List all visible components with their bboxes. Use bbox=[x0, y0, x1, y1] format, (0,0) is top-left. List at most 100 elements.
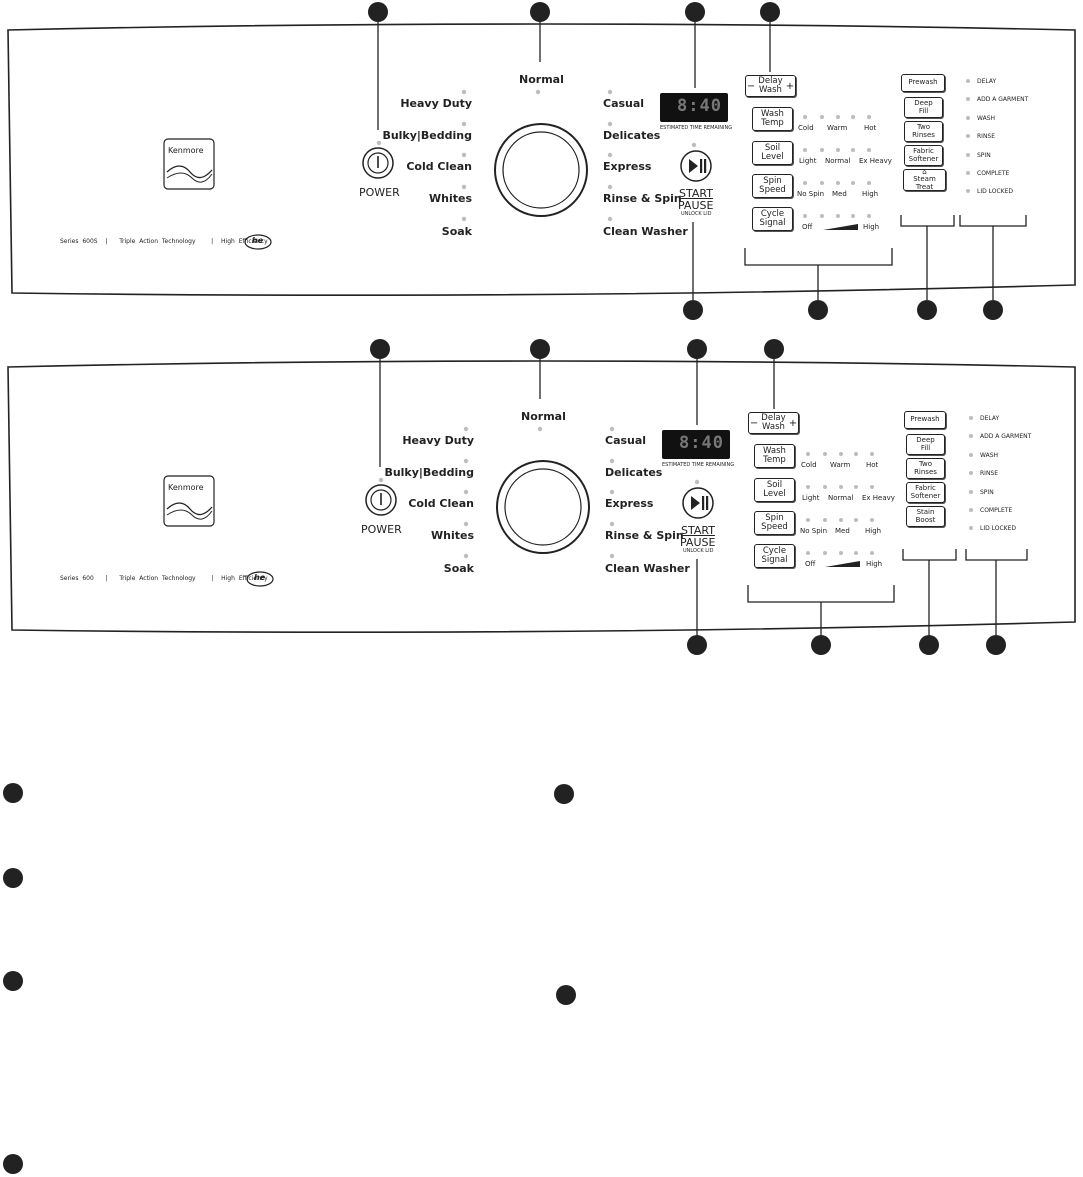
legend-marker bbox=[554, 784, 574, 804]
option-cold: Cold bbox=[801, 461, 817, 469]
cycle-delicates[interactable]: Delicates bbox=[603, 129, 661, 142]
cycle-cold-clean[interactable]: Cold Clean bbox=[406, 160, 472, 173]
callout-marker bbox=[685, 2, 705, 22]
pause-label: PAUSE bbox=[678, 199, 714, 212]
callout-marker bbox=[760, 2, 780, 22]
cycle-delicates[interactable]: Delicates bbox=[605, 466, 663, 479]
cycle-selector-dial[interactable] bbox=[497, 461, 589, 553]
control-panel-top: Kenmore Series 600S | Triple Action Tech… bbox=[0, 0, 1083, 340]
power-label: POWER bbox=[359, 186, 400, 199]
start-label: START bbox=[681, 524, 715, 537]
legend-marker bbox=[3, 971, 23, 991]
option-off: Off bbox=[802, 223, 813, 231]
status-complete: COMPLETE bbox=[977, 170, 1010, 177]
status-delay: DELAY bbox=[977, 78, 997, 85]
legend-marker bbox=[3, 868, 23, 888]
cycle-cold-clean[interactable]: Cold Clean bbox=[408, 497, 474, 510]
separator: | bbox=[105, 238, 108, 245]
cycle-selector-dial[interactable] bbox=[495, 124, 587, 216]
soil-level-line2: Level bbox=[761, 152, 784, 162]
wash-temp-line1: Wash bbox=[761, 109, 784, 119]
cycle-clean-washer[interactable]: Clean Washer bbox=[603, 225, 688, 238]
callout-marker bbox=[917, 300, 937, 320]
start-pause-button[interactable] bbox=[680, 150, 712, 182]
callout-marker bbox=[530, 339, 550, 359]
display-caption: ESTIMATED TIME REMAINING bbox=[662, 462, 735, 468]
cycle-casual[interactable]: Casual bbox=[605, 434, 647, 447]
option-med: Med bbox=[835, 527, 850, 535]
cycle-rinse-spin[interactable]: Rinse & Spin bbox=[605, 529, 684, 542]
option-cold: Cold bbox=[798, 124, 814, 132]
steam-treat-button[interactable]: ⌂Steam Treat bbox=[903, 168, 946, 191]
cycle-heavy-duty[interactable]: Heavy Duty bbox=[402, 434, 474, 447]
efficiency: High Efficiency bbox=[221, 575, 268, 582]
unlock-lid-label: UNLOCK LID bbox=[683, 548, 714, 554]
two-rinses-line2: Rinses bbox=[914, 467, 937, 476]
cycle-clean-washer[interactable]: Clean Washer bbox=[605, 562, 690, 575]
cycle-soak[interactable]: Soak bbox=[441, 225, 472, 238]
he-logo: he bbox=[252, 236, 264, 245]
brand-logo: Kenmore bbox=[168, 483, 204, 492]
fabric-softener-line1: Fabric bbox=[913, 147, 934, 155]
status-wash: WASH bbox=[980, 452, 999, 459]
control-panel-bottom: Kenmore Series 600 | Triple Action Techn… bbox=[0, 337, 1083, 677]
callout-marker bbox=[370, 339, 390, 359]
callout-marker bbox=[808, 300, 828, 320]
cycle-bulky-bedding[interactable]: Bulky|Bedding bbox=[384, 466, 474, 479]
spin-speed-line1: Spin bbox=[763, 176, 782, 186]
legend-marker bbox=[3, 783, 23, 803]
two-rinses-line2: Rinses bbox=[912, 130, 935, 139]
cycle-heavy-duty[interactable]: Heavy Duty bbox=[400, 97, 472, 110]
panel-outline bbox=[7, 359, 1076, 637]
cycle-normal[interactable]: Normal bbox=[519, 73, 564, 86]
option-normal: Normal bbox=[828, 494, 854, 502]
cycle-express[interactable]: Express bbox=[603, 160, 652, 173]
delay-wash-line1: Delay bbox=[758, 76, 783, 86]
unlock-lid-label: UNLOCK LID bbox=[681, 211, 712, 217]
cycle-whites[interactable]: Whites bbox=[430, 529, 474, 542]
cycle-soak[interactable]: Soak bbox=[443, 562, 474, 575]
time-display: 8:40 bbox=[660, 93, 728, 122]
two-rinses-line1: Two bbox=[916, 123, 931, 131]
deep-fill-line1: Deep bbox=[914, 99, 933, 107]
cycle-rinse-spin[interactable]: Rinse & Spin bbox=[603, 192, 682, 205]
cycle-casual[interactable]: Casual bbox=[603, 97, 645, 110]
option-off: Off bbox=[805, 560, 816, 568]
panel-outline bbox=[7, 22, 1076, 300]
delay-wash-line2: Wash bbox=[759, 85, 782, 95]
prewash-button[interactable]: Prewash bbox=[904, 411, 946, 429]
cycle-signal-line1: Cycle bbox=[760, 209, 785, 219]
status-complete: COMPLETE bbox=[980, 507, 1013, 514]
time-display: 8:40 bbox=[662, 430, 730, 459]
spin-speed-line1: Spin bbox=[765, 513, 784, 523]
callout-marker bbox=[983, 300, 1003, 320]
cycle-express[interactable]: Express bbox=[605, 497, 654, 510]
start-pause-button[interactable] bbox=[682, 487, 714, 519]
cycle-normal[interactable]: Normal bbox=[521, 410, 566, 423]
cycle-whites[interactable]: Whites bbox=[428, 192, 472, 205]
cycle-bulky-bedding[interactable]: Bulky|Bedding bbox=[382, 129, 472, 142]
separator: | bbox=[105, 575, 108, 582]
prewash-label: Prewash bbox=[908, 78, 938, 87]
prewash-button[interactable]: Prewash bbox=[901, 74, 945, 92]
deep-fill-line2: Fill bbox=[918, 106, 929, 115]
option-signal-high: High bbox=[866, 560, 883, 568]
spin-speed-line2: Speed bbox=[759, 185, 786, 195]
